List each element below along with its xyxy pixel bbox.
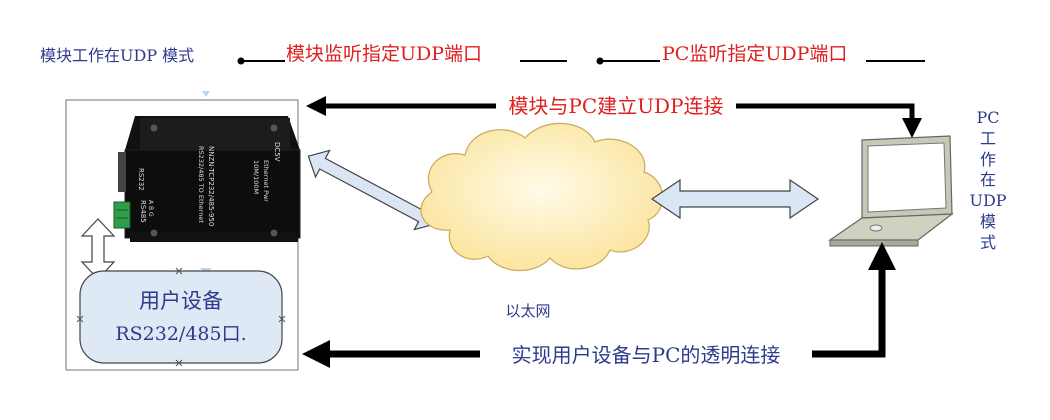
user-device-line1: 用户设备 (139, 289, 223, 313)
selection-handles (76, 267, 286, 367)
device-box: RS232 A B G RS485 NNZN-TCP232/485-950 RS… (113, 116, 301, 242)
device-rs485-label: RS485 (139, 200, 147, 223)
pc-listen-connector (596, 57, 925, 65)
user-device-line2: RS232/485口. (115, 323, 246, 345)
transparent-connect-label: 实现用户设备与PC的透明连接 (512, 343, 781, 367)
pc-mode-char: 在 (979, 170, 996, 190)
udp-connect-arrow (316, 106, 912, 128)
device-pins-label: A B G (147, 200, 154, 217)
pc-mode-char: 工 (979, 128, 996, 148)
device-speed-label: 10M/100M (252, 160, 260, 194)
device-subtitle-label: RS232/485 TO Ethernet (197, 146, 205, 223)
ethernet-cloud (420, 122, 664, 272)
device-ethernet-label: Ethernet Pwr (262, 160, 270, 202)
pc-mode-char: UDP (969, 191, 1007, 211)
laptop-icon (828, 135, 954, 247)
module-listen-label: 模块监听指定UDP端口 (286, 43, 483, 65)
pc-listen-label: PC监听指定UDP端口 (662, 43, 848, 65)
handle-icon (202, 91, 210, 97)
pc-udp-mode-label: PC 工 作 在 UDP 模 式 (968, 108, 1008, 254)
device-power-label: DC5V (273, 142, 281, 162)
device-cloud-double-arrow (307, 149, 437, 231)
cloud-label: 以太网 (505, 302, 550, 320)
udp-connect-label: 模块与PC建立UDP连接 (508, 94, 723, 118)
device-port-label: RS232 (137, 168, 145, 191)
user-device-box (79, 270, 283, 364)
pc-mode-char: 模 (979, 211, 996, 231)
pc-mode-char: 作 (979, 149, 996, 169)
pc-mode-char: PC (976, 108, 1000, 127)
module-udp-mode-label: 模块工作在UDP 模式 (40, 46, 195, 65)
pc-mode-char: 式 (979, 232, 996, 252)
transparent-connect-arrow (316, 256, 882, 354)
device-model-label: NNZN-TCP232/485-950 (207, 146, 215, 226)
module-listen-connector (237, 57, 567, 65)
cloud-pc-double-arrow (650, 178, 820, 220)
